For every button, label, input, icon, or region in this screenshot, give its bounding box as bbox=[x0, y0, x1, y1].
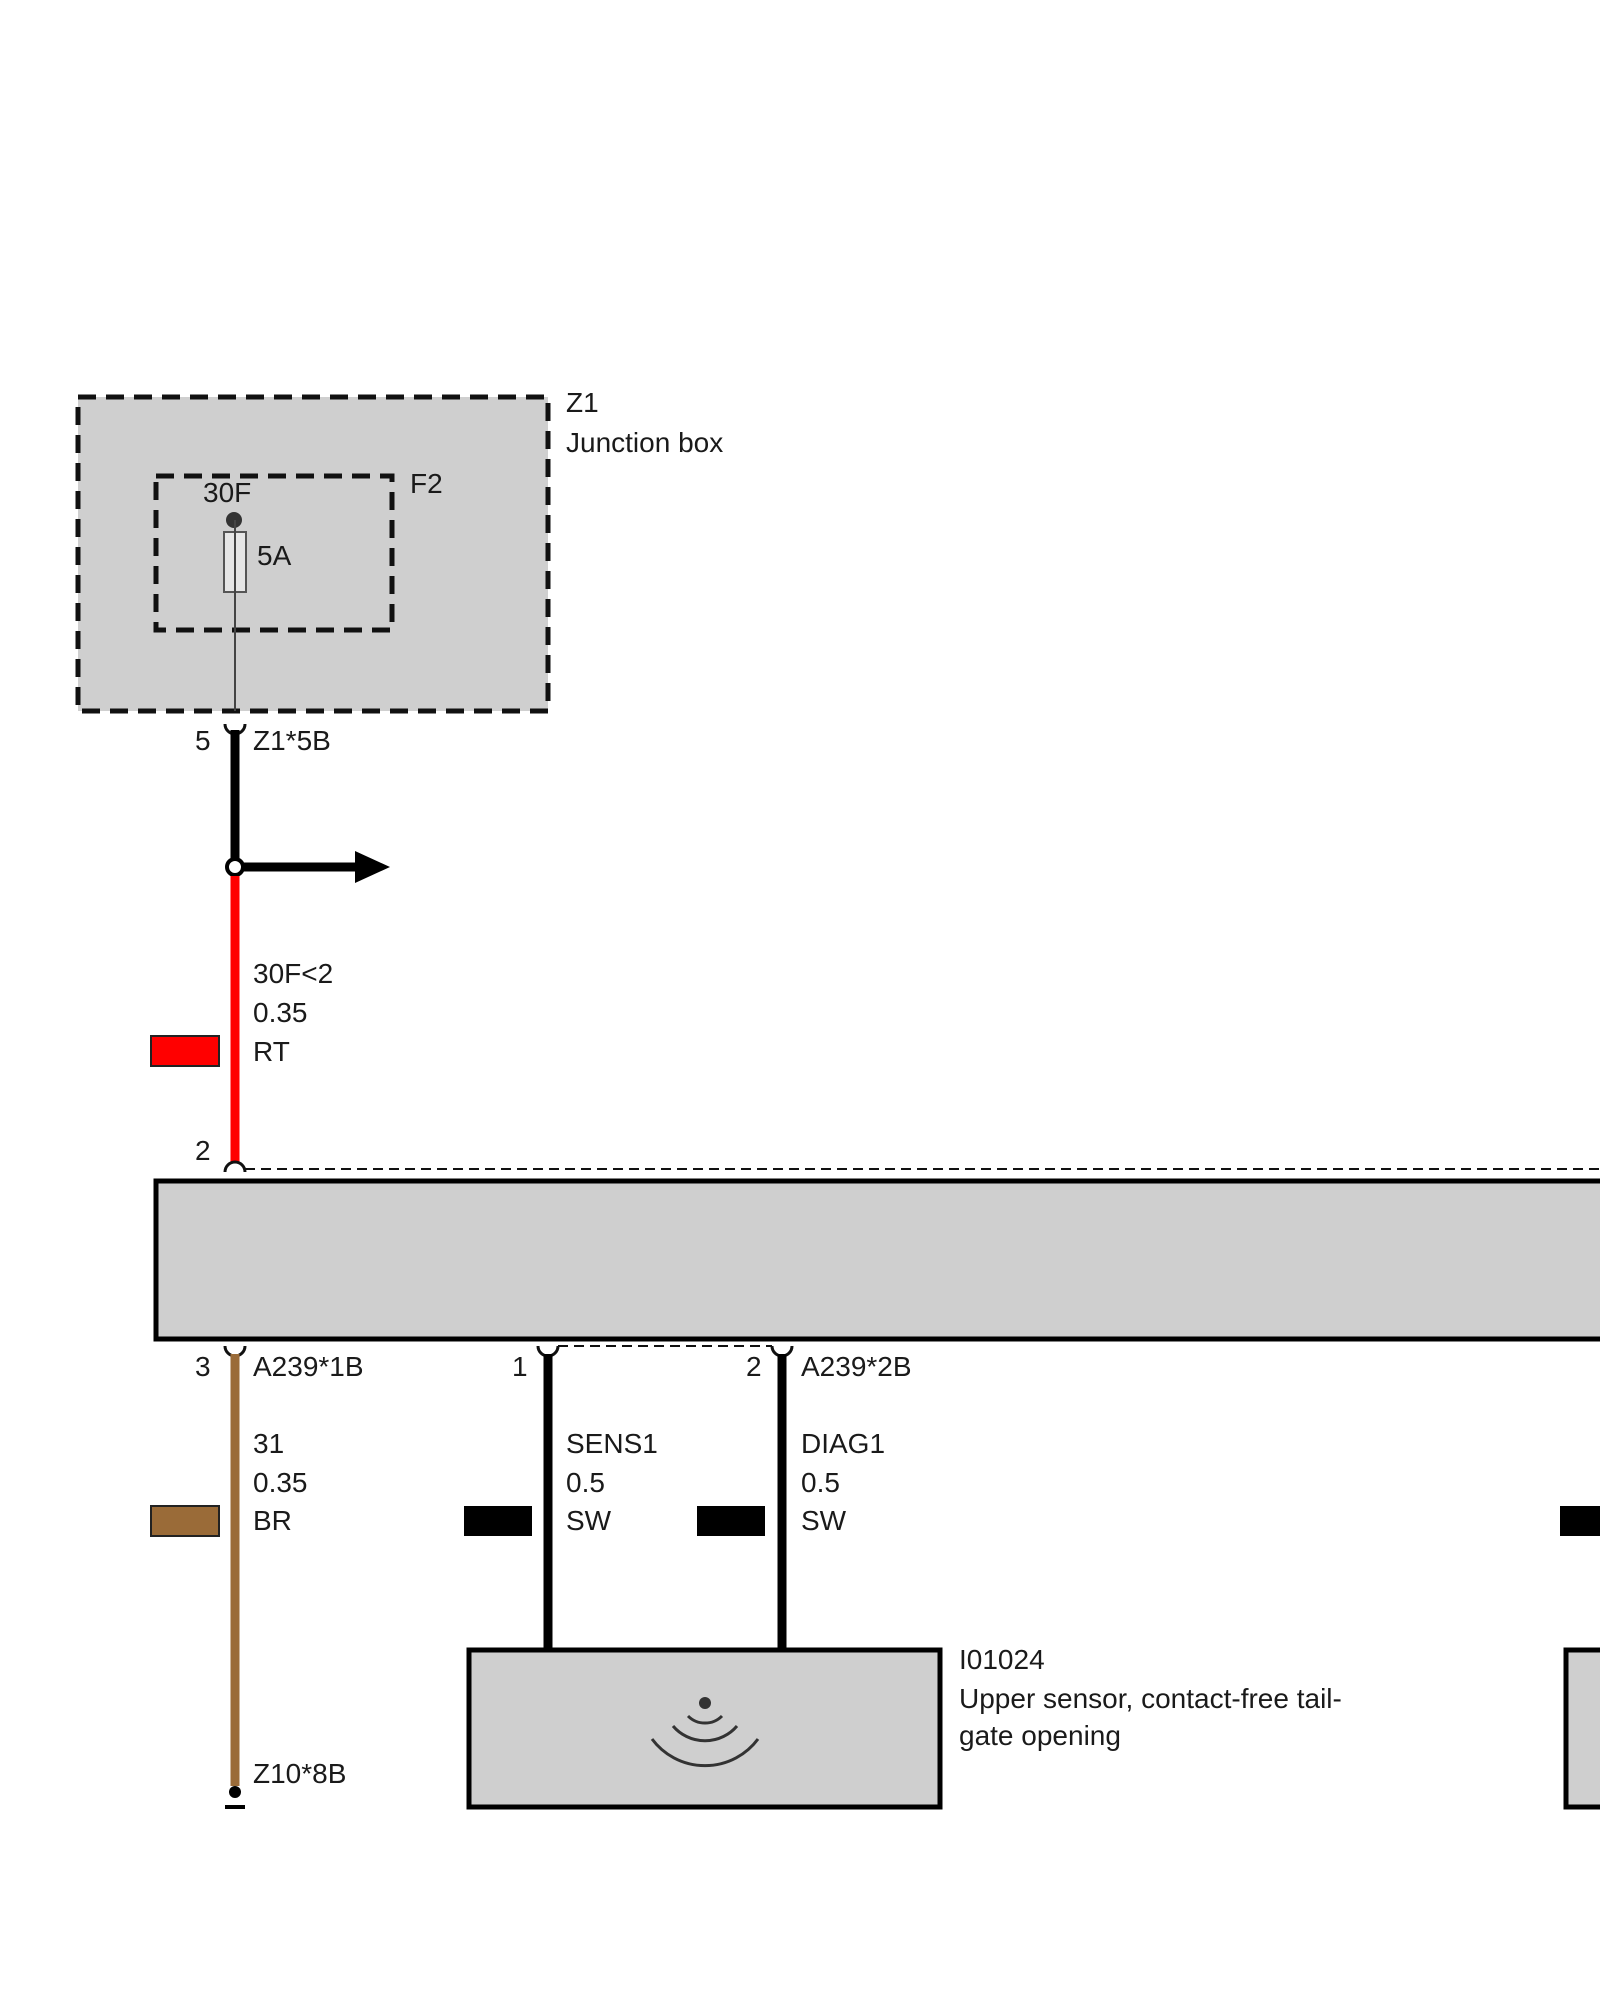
wire-power: 30F<2 0.35 RT bbox=[150, 876, 333, 1163]
sensor-box bbox=[466, 1647, 943, 1810]
wire-color-swatch-black-diag bbox=[697, 1506, 765, 1536]
fuse-id: F2 bbox=[410, 468, 443, 499]
wire-color-swatch-black-partial bbox=[1560, 1506, 1600, 1536]
wire-diag-signal: DIAG1 bbox=[801, 1428, 885, 1459]
adjacent-component-partial bbox=[1563, 1647, 1600, 1810]
wire-sens-signal: SENS1 bbox=[566, 1428, 658, 1459]
wire-diag-color-code: SW bbox=[801, 1505, 847, 1536]
sensor-name-line1: Upper sensor, contact-free tail- bbox=[959, 1683, 1342, 1714]
wire-power-color-code: RT bbox=[253, 1036, 290, 1067]
ground-point-id: Z10*8B bbox=[253, 1758, 346, 1789]
junction-box-id: Z1 bbox=[566, 387, 599, 418]
fuse-rating: 5A bbox=[257, 540, 292, 571]
wire-power-signal: 30F<2 bbox=[253, 958, 333, 989]
wire-power-gauge: 0.35 bbox=[253, 997, 308, 1028]
wire-color-swatch-brown bbox=[150, 1505, 220, 1537]
connector-z1-pin: 5 bbox=[195, 725, 211, 756]
control-module bbox=[153, 1178, 1600, 1342]
wire-sens: SENS1 0.5 SW bbox=[464, 1354, 658, 1650]
fuse-terminal-label: 30F bbox=[203, 477, 251, 508]
wire-ground-gauge: 0.35 bbox=[253, 1467, 308, 1498]
connector-a239-2b: 1 2 A239*2B bbox=[512, 1345, 912, 1382]
wire-ground: 31 0.35 BR bbox=[150, 1354, 308, 1786]
module-top-connector: 2 bbox=[195, 1135, 1600, 1173]
junction-box: Z1 Junction box F2 30F 5A bbox=[75, 387, 723, 714]
fuse-outline bbox=[153, 473, 395, 633]
sensor-i01024: I01024 Upper sensor, contact-free tail- … bbox=[466, 1644, 1342, 1810]
connector-z1-5b: 5 Z1*5B bbox=[195, 723, 331, 756]
splice-point bbox=[225, 851, 390, 883]
wire-ground-signal: 31 bbox=[253, 1428, 284, 1459]
splice-dot bbox=[225, 857, 245, 877]
ground-point: Z10*8B bbox=[225, 1758, 346, 1809]
connector-a239-2b-id: A239*2B bbox=[801, 1351, 912, 1382]
wire-ground-color-code: BR bbox=[253, 1505, 292, 1536]
module-top-pin: 2 bbox=[195, 1135, 211, 1166]
connector-diag-pin: 2 bbox=[746, 1351, 762, 1382]
connector-a239-1b: 3 A239*1B bbox=[195, 1345, 364, 1382]
wire-diag: DIAG1 0.5 SW bbox=[697, 1354, 885, 1650]
connector-sens-pin: 1 bbox=[512, 1351, 528, 1382]
wireless-sensor-icon bbox=[650, 1697, 760, 1768]
arrow-right-icon bbox=[355, 851, 390, 883]
junction-box-name: Junction box bbox=[566, 427, 723, 458]
wire-diag-gauge: 0.5 bbox=[801, 1467, 840, 1498]
connector-a239-1b-pin: 3 bbox=[195, 1351, 211, 1382]
sensor-id: I01024 bbox=[959, 1644, 1045, 1675]
connector-z1-id: Z1*5B bbox=[253, 725, 331, 756]
wire-sens-color-code: SW bbox=[566, 1505, 612, 1536]
wire-color-swatch-red bbox=[150, 1035, 220, 1067]
wire-color-swatch-black-sens bbox=[464, 1506, 532, 1536]
connector-a239-1b-id: A239*1B bbox=[253, 1351, 364, 1382]
junction-box-outline bbox=[75, 394, 551, 714]
wire-sens-gauge: 0.5 bbox=[566, 1467, 605, 1498]
sensor-name-line2: gate opening bbox=[959, 1720, 1121, 1751]
module-top-connector-symbol bbox=[223, 1160, 247, 1173]
fuse-f2: F2 30F 5A bbox=[153, 468, 443, 711]
ground-terminal-dot bbox=[229, 1786, 241, 1798]
